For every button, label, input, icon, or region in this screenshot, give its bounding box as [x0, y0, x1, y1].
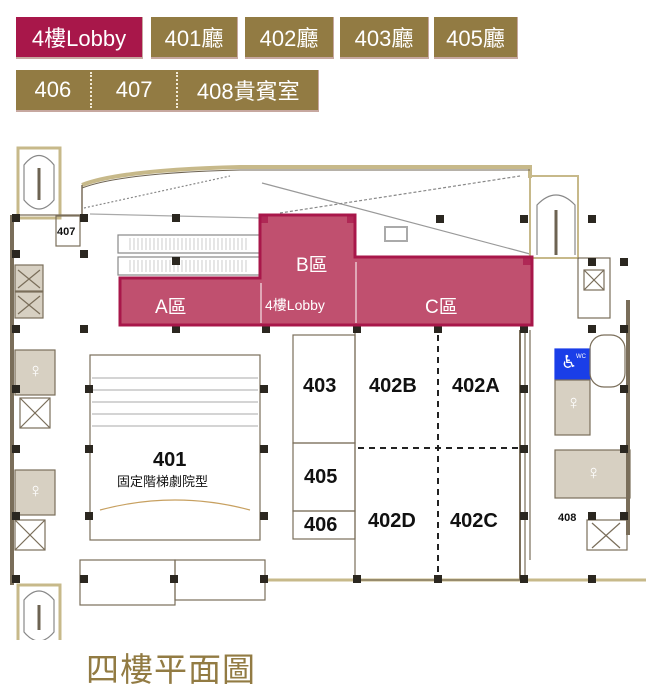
zone-c-label[interactable]: C區 [425, 297, 458, 318]
room-408-label[interactable]: 408 [558, 512, 577, 524]
room-401-label[interactable]: 401 [153, 449, 187, 471]
tab-divider [89, 72, 92, 108]
tab-divider [176, 72, 179, 108]
room-402b-label[interactable]: 402B [369, 375, 417, 397]
womens-restroom-icon: ♀ [28, 360, 43, 382]
zone-a-label[interactable]: A區 [155, 297, 187, 318]
tab-403[interactable]: 403廳 [340, 17, 429, 59]
accessible-restroom-icon: ♿ [561, 352, 578, 372]
room-402d-label[interactable]: 402D [368, 510, 416, 532]
floor-plan [10, 146, 646, 640]
room-402a-label[interactable]: 402A [452, 375, 500, 397]
tab-408-vip[interactable]: 408貴賓室 [196, 79, 300, 104]
zone-b-label[interactable]: B區 [296, 255, 328, 276]
zone-lobby-label[interactable]: 4樓Lobby [265, 297, 325, 313]
floor-plan-title: 四樓平面圖 [86, 650, 256, 689]
room-401-subtitle: 固定階梯劇院型 [117, 474, 209, 489]
room-405-label[interactable]: 405 [304, 466, 338, 488]
tab-401[interactable]: 401廳 [151, 17, 238, 59]
tab-407[interactable]: 407 [115, 77, 153, 102]
room-407-label[interactable]: 407 [57, 226, 76, 238]
tab-405[interactable]: 405廳 [434, 17, 518, 59]
mens-restroom-icon: ♀ [28, 480, 43, 502]
room-403-label[interactable]: 403 [303, 375, 337, 397]
room-406-label[interactable]: 406 [304, 514, 338, 536]
womens-restroom-icon: ♀ [586, 462, 601, 484]
tab-406[interactable]: 406 [34, 77, 72, 102]
tab-4f-lobby[interactable]: 4樓Lobby [16, 17, 143, 59]
lobby-zone-area [118, 213, 534, 327]
tab-402[interactable]: 402廳 [245, 17, 334, 59]
room-402c-label[interactable]: 402C [450, 510, 498, 532]
tab-group-row2: 406 407 408貴賓室 [16, 70, 319, 112]
mens-restroom-icon: ♀ [566, 392, 581, 414]
accessible-wc-label: WC [576, 354, 586, 360]
